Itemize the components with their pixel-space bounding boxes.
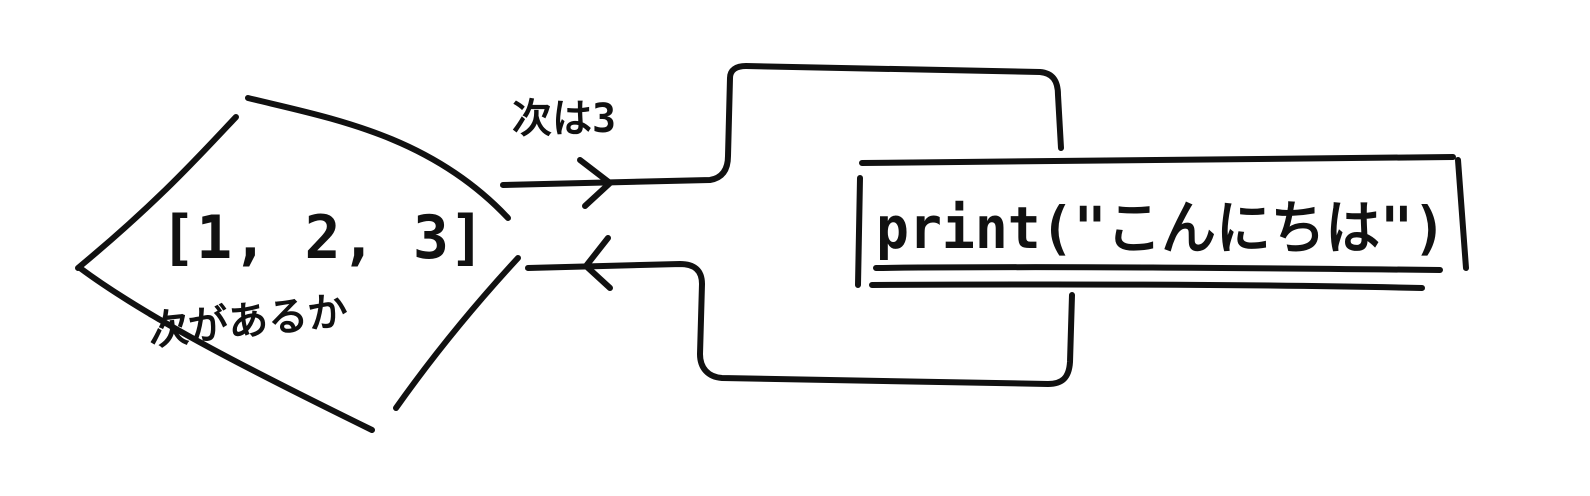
loop-enter-arrow-line [500,63,1064,188]
decision-node-bottom-left-edge [77,265,375,433]
loop-body-node: print("こんにちは") [855,154,1469,291]
loop-body-bottom-edge [869,281,1425,291]
decision-node-collection-label: [1, 2, 3] [160,203,485,273]
loop-return-arrow-line [525,261,1075,387]
loop-body-inner-line [873,264,1443,273]
decision-node-top-edge [245,95,511,221]
decision-node-top-left-edge [75,114,239,271]
loop-body-right-edge [1455,157,1469,271]
loop-return-arrowhead [583,235,613,291]
next-item-edge-label: 次は3 [512,96,616,142]
loop-body-top-edge [859,154,1456,166]
print-statement-label: print("こんにちは") [876,194,1446,262]
decision-node-bottom-right-edge [393,255,521,411]
decision-node-condition-label: 次があるか [146,288,350,355]
loop-body-left-edge [855,175,863,288]
loop-enter-arrow [500,63,1064,209]
decision-node: [1, 2, 3] 次があるか [75,95,521,433]
loop-return-arrow [525,235,1075,387]
loop-enter-arrowhead [577,157,613,209]
